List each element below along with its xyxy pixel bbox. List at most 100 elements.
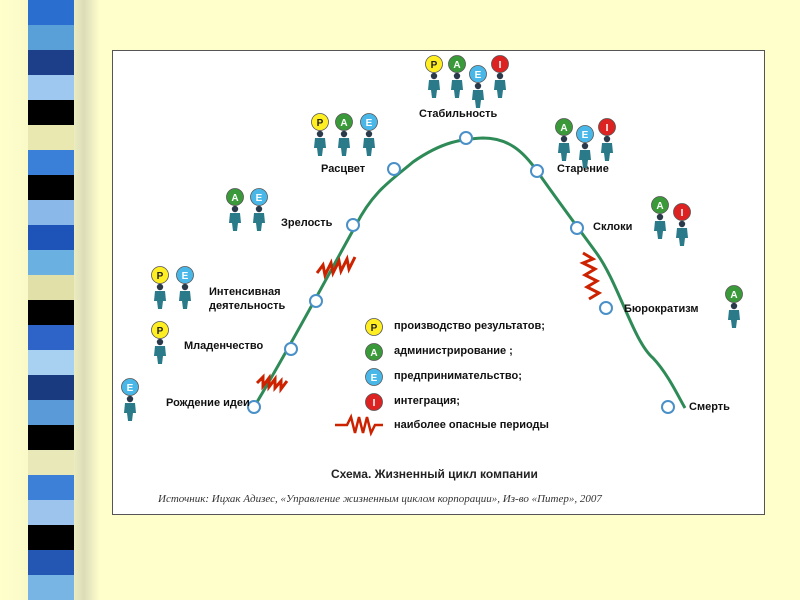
node-death [661,400,675,414]
legend-text-i: интеграция; [394,395,460,407]
stripe-band [28,225,74,250]
svg-text:E: E [475,70,482,81]
legend-danger-text: наиболее опасные периоды [394,419,549,431]
label-aging: Старение [557,163,609,175]
stripe-band [28,350,74,375]
node-adolescence [346,218,360,232]
stripe-band [28,325,74,350]
role-figure-p: P [311,113,329,156]
label-aging-text: Старение [557,163,609,175]
diagram-svg [247,131,687,437]
stripe-band [28,375,74,400]
stripe-band [28,525,74,550]
role-figure-i: I [491,55,509,98]
label-bureaucracy-text: Бюрократизм [624,303,699,315]
legend-text-a: администрирование ; [394,345,513,357]
stripe-band [28,425,74,450]
stripe-band [28,300,74,325]
role-figure-p: P [151,266,169,309]
svg-text:I: I [499,60,502,71]
stripe-band [28,125,74,150]
svg-text:P: P [371,323,378,334]
danger-zone-gogo [315,254,357,280]
role-figure-a: A [555,118,573,161]
legend-text-p: производство результатов; [394,320,545,332]
svg-text:A: A [340,118,347,129]
decorative-stripe [28,0,74,600]
stripe-band [28,450,74,475]
role-figure-a: A [725,285,743,328]
label-quarrels: Склоки [593,221,632,233]
role-figure-p: P [425,55,443,98]
legend-icon-a: A [365,343,383,361]
label-prime: Расцвет [321,163,365,175]
label-bureaucracy: Бюрократизм [624,303,699,315]
stripe-band [28,50,74,75]
label-birth: Рождение идеи [166,397,250,409]
node-prime [387,162,401,176]
svg-text:E: E [371,373,378,384]
danger-zone-aging [579,251,603,301]
stripe-band [28,25,74,50]
node-infancy [284,342,298,356]
stripe-band [28,575,74,600]
legend-icon-i: I [365,393,383,411]
role-figure-e: E [176,266,194,309]
svg-text:I: I [606,123,609,134]
node-aging [530,164,544,178]
diagram-source: Источник: Ицхак Адизес, «Управление жизн… [158,493,602,505]
label-gogo: Интенсивная деятельность [209,285,301,313]
svg-text:E: E [182,271,189,282]
svg-text:A: A [560,123,567,134]
stripe-band [28,500,74,525]
stripe-band [28,200,74,225]
role-figure-a: A [226,188,244,231]
stripe-band [28,0,74,25]
label-death: Смерть [689,401,730,413]
svg-text:A: A [656,201,663,212]
label-infancy: Младенчество [184,340,263,352]
role-figure-i: I [598,118,616,161]
svg-text:E: E [366,118,373,129]
svg-text:P: P [317,118,324,129]
svg-text:P: P [157,271,164,282]
svg-text:A: A [453,60,460,71]
label-adolescence-text: Зрелость [281,217,333,229]
node-bureaucracy [599,301,613,315]
label-stable: Стабильность [419,108,497,120]
role-figure-a: A [335,113,353,156]
role-figure-e: E [469,65,487,108]
legend-danger-icon [335,413,383,437]
legend-icon-p: P [365,318,383,336]
stripe-band [28,250,74,275]
role-figure-e: E [360,113,378,156]
stripe-band [28,100,74,125]
role-figure-p: P [151,321,169,364]
stripe-band [28,275,74,300]
danger-zone-infancy [255,373,289,394]
legend-icon-e: E [365,368,383,386]
label-infancy-text: Младенчество [184,340,264,352]
label-gogo-text: Интенсивная деятельность [209,286,286,312]
stripe-band [28,75,74,100]
role-figure-e: E [576,125,594,168]
node-birth [247,400,261,414]
svg-text:E: E [256,193,263,204]
svg-text:P: P [431,60,438,71]
svg-text:A: A [730,290,737,301]
label-birth-text: Рождение идеи [166,397,250,409]
role-figure-a: A [651,196,669,239]
node-stable [459,131,473,145]
svg-text:P: P [157,326,164,337]
label-quarrels-text: Склоки [593,221,633,233]
label-prime-text: Расцвет [321,163,366,175]
label-stable-text: Стабильность [419,108,498,120]
stripe-band [28,150,74,175]
svg-text:I: I [373,398,376,409]
role-figure-a: A [448,55,466,98]
role-figure-i: I [673,203,691,246]
role-figure-e: E [121,378,139,421]
node-quarrels [570,221,584,235]
svg-text:E: E [582,130,589,141]
lifecycle-curve [252,136,687,409]
